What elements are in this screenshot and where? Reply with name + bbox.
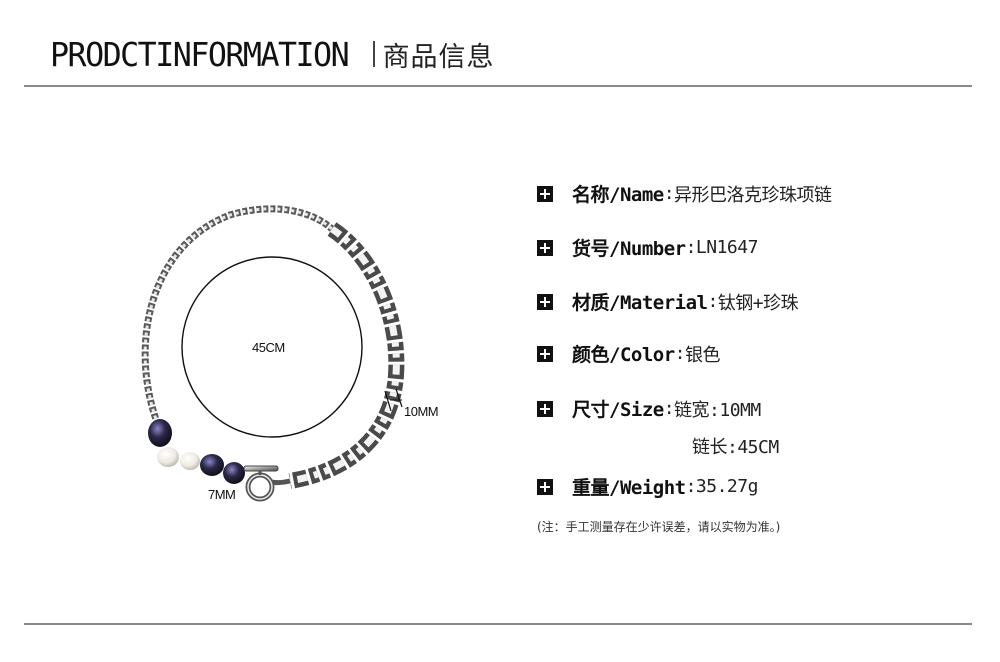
spec-size-length: 链长:45CM bbox=[692, 433, 779, 459]
plus-icon bbox=[537, 345, 553, 362]
measurement-note: (注：手工测量存在少许误差，请以实物为准。) bbox=[537, 520, 781, 534]
plus-icon bbox=[537, 185, 553, 202]
pearl-strand bbox=[148, 419, 245, 484]
header-separator bbox=[372, 41, 375, 67]
plus-icon bbox=[537, 239, 553, 256]
top-divider bbox=[24, 85, 972, 87]
spec-value: 链长:45CM bbox=[692, 437, 779, 458]
spec-key: 颜色/Color bbox=[572, 344, 675, 366]
necklace-figure: 45CM 10MM 7MM bbox=[110, 195, 470, 525]
spec-key: 尺寸/Size bbox=[572, 399, 664, 421]
necklace-illustration bbox=[141, 205, 405, 502]
spec-value: 异形巴洛克珍珠项链 bbox=[674, 184, 832, 206]
spec-key: 材质/Material bbox=[572, 292, 708, 314]
plus-icon bbox=[537, 400, 553, 417]
spec-key: 名称/Name bbox=[572, 184, 664, 206]
plus-icon bbox=[537, 293, 553, 310]
circle-label: 45CM bbox=[252, 340, 285, 355]
spec-value: 链宽:10MM bbox=[674, 399, 761, 421]
pearl-size-label: 7MM bbox=[208, 487, 236, 502]
width-marker bbox=[384, 388, 403, 412]
spec-size: 尺寸/Size:链宽:10MM bbox=[537, 395, 761, 422]
spec-value: 35.27g bbox=[695, 476, 759, 497]
curb-chain bbox=[141, 205, 335, 427]
spec-weight: 重量/Weight:35.27g bbox=[537, 473, 758, 500]
spec-value: 银色 bbox=[684, 344, 721, 366]
bottom-divider bbox=[24, 623, 972, 625]
spec-key: 货号/Number bbox=[572, 238, 686, 260]
figaro-chain bbox=[288, 222, 405, 489]
spec-key: 重量/Weight bbox=[572, 477, 686, 499]
header-title-cn: 商品信息 bbox=[382, 41, 495, 73]
spec-value: LN1647 bbox=[695, 237, 759, 258]
spec-value: 钛钢+珍珠 bbox=[717, 292, 799, 314]
page-header: PRODCTINFORMATION 商品信息 bbox=[50, 34, 495, 74]
width-label: 10MM bbox=[404, 404, 439, 419]
spec-name: 名称/Name:异形巴洛克珍珠项链 bbox=[537, 180, 832, 207]
length-circle bbox=[181, 256, 363, 438]
spec-color: 颜色/Color:银色 bbox=[537, 340, 720, 367]
toggle-clasp bbox=[243, 465, 279, 502]
spec-material: 材质/Material:钛钢+珍珠 bbox=[537, 288, 799, 315]
spec-number: 货号/Number:LN1647 bbox=[537, 234, 758, 261]
plus-icon bbox=[537, 478, 553, 495]
header-title-en: PRODCTINFORMATION bbox=[50, 34, 350, 74]
